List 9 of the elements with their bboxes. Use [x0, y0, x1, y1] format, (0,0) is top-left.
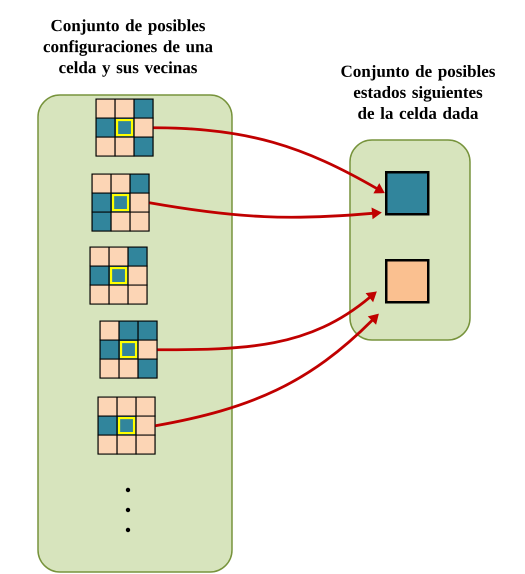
cell-grid-drawing [91, 173, 150, 232]
cell-grid-drawing [97, 396, 156, 455]
panel-title: Conjunto de posibles configuraciones de una celda y sus vecinas [44, 19, 213, 77]
panel-title: Conjunto de posibles estados siguientes de la celda dada [341, 65, 495, 119]
cell-grid-drawing [99, 320, 158, 379]
state-square [385, 171, 430, 216]
cell-grid-drawing [89, 246, 148, 305]
cell-grid-drawing [95, 98, 154, 157]
state-square [385, 259, 430, 304]
